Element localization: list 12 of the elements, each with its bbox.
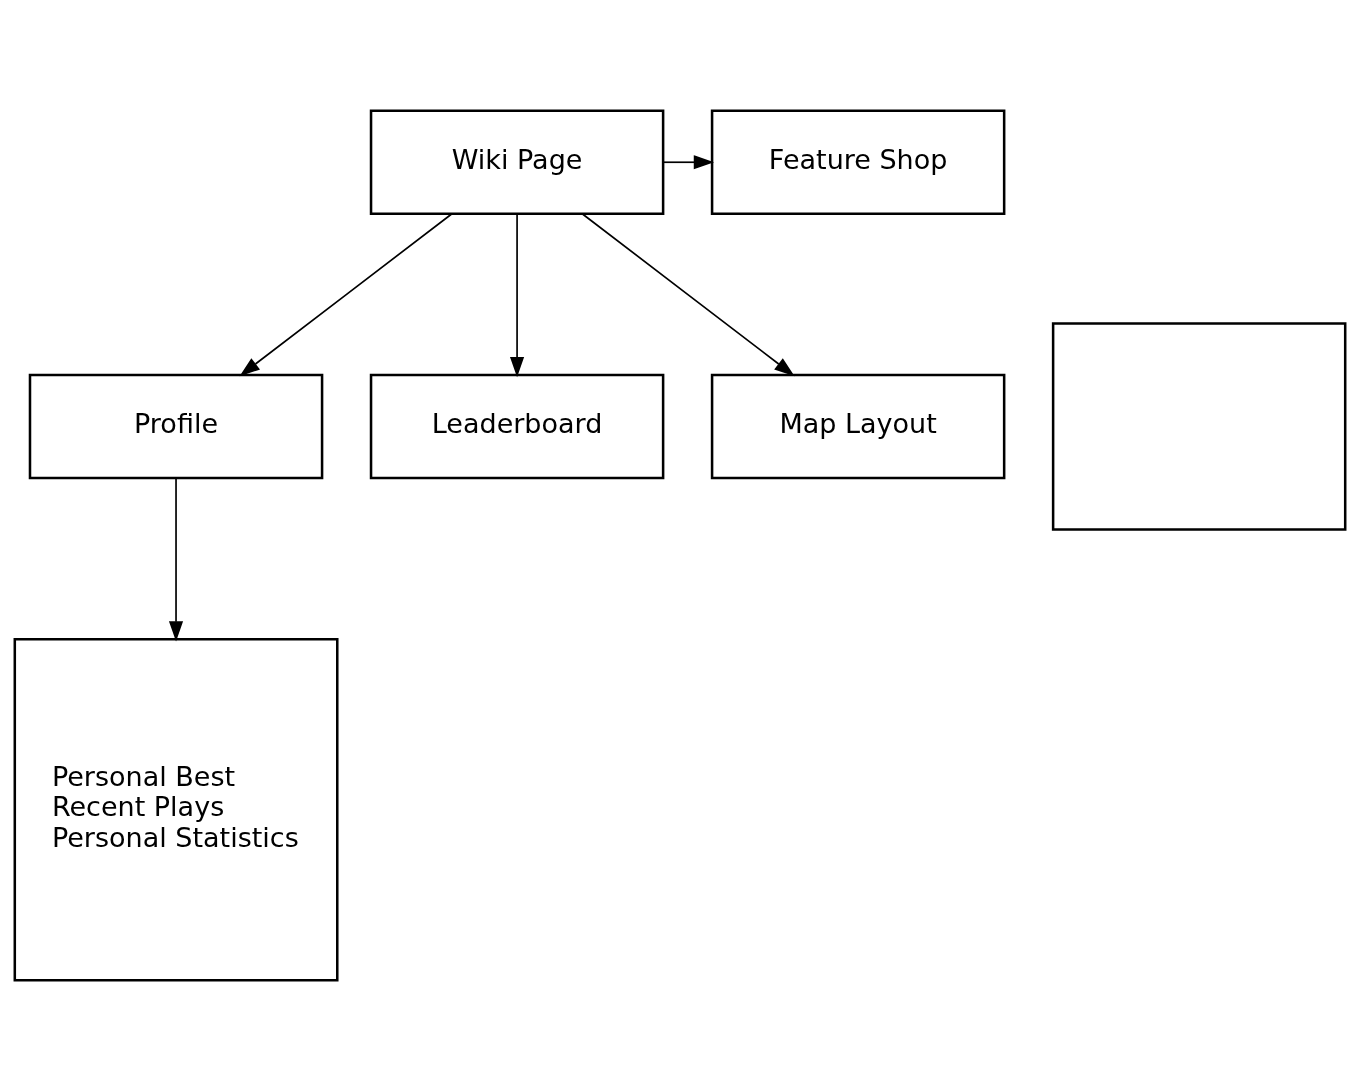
arrow (509, 213, 525, 378)
node-box (1051, 322, 1347, 531)
arrow (662, 155, 715, 170)
node-box: Profile (28, 373, 324, 480)
node-box: Wiki Page (369, 109, 665, 215)
node-box: Feature Shop (710, 109, 1006, 215)
arrow (239, 213, 453, 377)
arrow (582, 213, 795, 377)
node-box: Map Layout (710, 373, 1006, 480)
node-box: Personal Best Recent Plays Personal Statistics (13, 637, 339, 982)
node-box: Leaderboard (369, 373, 665, 480)
arrow (168, 477, 184, 642)
